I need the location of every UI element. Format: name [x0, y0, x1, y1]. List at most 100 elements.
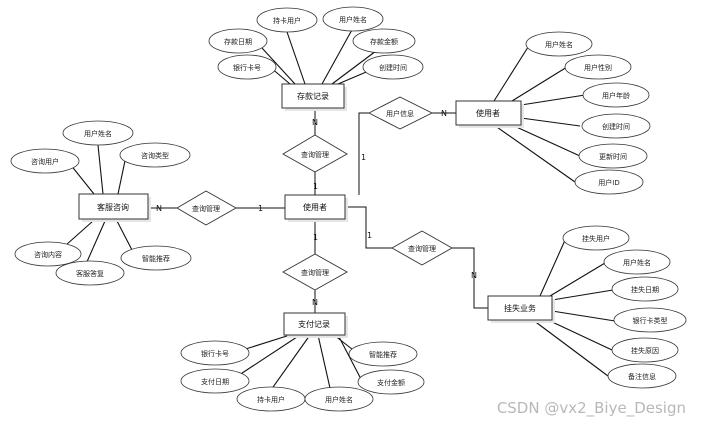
attribute-label: 用户姓名 [84, 129, 112, 138]
attribute-label: 挂失原因 [631, 346, 659, 355]
attribute-label: 创建时间 [602, 122, 630, 131]
relation-label: 查询管理 [408, 244, 436, 253]
attribute-oval: 用户姓名 [62, 120, 134, 146]
attribute-label: 挂失用户 [582, 234, 610, 243]
attribute-label: 银行卡类型 [633, 316, 668, 325]
attribute-oval: 备注信息 [607, 363, 677, 389]
attribute-oval: 用户姓名 [525, 31, 593, 57]
attribute-oval: 用户ID [574, 169, 644, 195]
entity-label: 使用者 [476, 108, 500, 118]
attribute-oval: 持卡用户 [256, 7, 318, 33]
relation-label: 查询管理 [301, 150, 329, 159]
cardinality-label: 1 [313, 233, 318, 242]
attribute-oval: 用户姓名 [304, 386, 374, 412]
entity-label: 客服咨询 [97, 202, 129, 212]
attribute-oval: 存款金额 [352, 28, 416, 54]
entity-label: 使用者 [303, 202, 327, 212]
entity-payment-record: 支付记录 [283, 312, 348, 338]
attribute-label: 用户姓名 [623, 258, 651, 267]
relation-label: 查询管理 [301, 268, 329, 277]
cardinality-label: N [312, 118, 318, 127]
attribute-oval: 咨询类型 [119, 142, 191, 168]
attribute-label: 用户姓名 [325, 395, 353, 404]
attribute-label: 备注信息 [628, 372, 656, 381]
entity-user-top: 使用者 [455, 100, 524, 128]
attribute-label: 银行卡号 [201, 349, 229, 358]
attribute-oval: 客服答复 [55, 260, 125, 286]
attribute-label: 咨询类型 [141, 151, 169, 160]
relation-query-manage-bottom: 查询管理 [282, 253, 348, 291]
attribute-label: 智能推荐 [142, 254, 170, 263]
attribute-oval: 挂失用户 [562, 225, 630, 251]
attribute-oval: 用户姓名 [603, 249, 671, 275]
attribute-label: 存款日期 [224, 37, 252, 46]
attribute-oval: 咨询内容 [14, 241, 82, 267]
attribute-label: 支付日期 [201, 377, 229, 386]
relation-query-manage-top: 查询管理 [282, 134, 348, 173]
cardinality-label: 1 [367, 231, 372, 240]
attribute-oval: 存款日期 [208, 28, 268, 54]
entity-label: 支付记录 [298, 319, 330, 329]
attribute-label: 创建时间 [379, 63, 407, 72]
relation-query-manage-left: 查询管理 [176, 190, 237, 226]
attribute-label: 客服答复 [76, 269, 104, 278]
attribute-oval: 智能推荐 [120, 245, 192, 271]
attribute-label: 持卡用户 [257, 395, 285, 404]
attribute-oval: 银行卡号 [180, 340, 250, 366]
attribute-oval: 持卡用户 [236, 386, 306, 412]
attributes-customer-service: 用户姓名 咨询用户 咨询类型 咨询内容 客服答复 智能推荐 [10, 120, 192, 286]
cardinality-label: N [441, 109, 447, 118]
entity-loss-report: 挂失业务 [487, 295, 555, 323]
attribute-label: 用户性别 [584, 63, 612, 72]
attribute-oval: 银行卡类型 [613, 307, 687, 333]
cardinality-label: 1 [313, 182, 318, 191]
attribute-label: 更新时间 [599, 152, 627, 161]
attribute-oval: 支付金额 [357, 369, 425, 395]
attribute-oval: 银行卡号 [217, 54, 277, 80]
cardinality-label: N [471, 271, 477, 280]
attribute-label: 支付金额 [377, 378, 405, 387]
relation-query-manage-right: 查询管理 [391, 230, 453, 266]
attribute-oval: 更新时间 [578, 143, 648, 169]
attribute-oval: 支付日期 [180, 368, 250, 394]
attribute-label: 智能推荐 [369, 350, 397, 359]
attribute-oval: 挂失日期 [611, 276, 679, 302]
attribute-label: 持卡用户 [273, 16, 301, 25]
entity-deposit-record: 存款记录 [281, 83, 347, 111]
attribute-oval: 智能推荐 [348, 341, 418, 367]
cardinality-label: 1 [258, 204, 263, 213]
cardinality-label: N [312, 298, 318, 307]
attribute-label: 咨询用户 [31, 157, 59, 166]
attribute-oval: 用户姓名 [322, 6, 384, 32]
attributes-user: 用户姓名 用户性别 用户年龄 创建时间 更新时间 用户ID [525, 31, 651, 195]
attribute-label: 用户姓名 [339, 15, 367, 24]
attribute-oval: 挂失原因 [611, 337, 679, 363]
attribute-label: 用户ID [598, 178, 619, 187]
entity-user-center: 使用者 [284, 194, 348, 222]
entity-label: 存款记录 [297, 91, 329, 101]
attributes-payment-record: 银行卡号 智能推荐 支付日期 支付金额 持卡用户 用户姓名 [180, 340, 425, 412]
attribute-label: 用户年龄 [602, 91, 630, 100]
entity-customer-service: 客服咨询 [78, 193, 151, 222]
attribute-oval: 创建时间 [581, 113, 651, 139]
attribute-label: 咨询内容 [34, 250, 62, 259]
watermark: CSDN @vx2_Biye_Design [497, 399, 686, 418]
attributes-deposit-record: 持卡用户 用户姓名 存款日期 存款金额 银行卡号 创建时间 [208, 6, 424, 80]
relation-user-info: 用户信息 [368, 96, 434, 130]
cardinality-label: 1 [361, 153, 366, 162]
attribute-label: 存款金额 [370, 37, 398, 46]
attribute-oval: 用户年龄 [582, 82, 650, 108]
attribute-label: 挂失日期 [631, 285, 659, 294]
cardinality-marks: 1 N N 1 N 1 1 N 1 N [156, 109, 477, 307]
attribute-oval: 用户性别 [564, 54, 632, 80]
attribute-oval: 创建时间 [362, 54, 424, 80]
relation-label: 用户信息 [386, 109, 414, 118]
cardinality-label: N [156, 204, 162, 213]
attribute-label: 用户姓名 [545, 40, 573, 49]
attribute-label: 银行卡号 [233, 63, 261, 72]
entity-label: 挂失业务 [504, 303, 536, 313]
attribute-oval: 咨询用户 [10, 148, 80, 174]
relation-label: 查询管理 [192, 204, 220, 213]
attributes-loss-report: 挂失用户 用户姓名 挂失日期 银行卡类型 挂失原因 备注信息 [562, 225, 687, 389]
